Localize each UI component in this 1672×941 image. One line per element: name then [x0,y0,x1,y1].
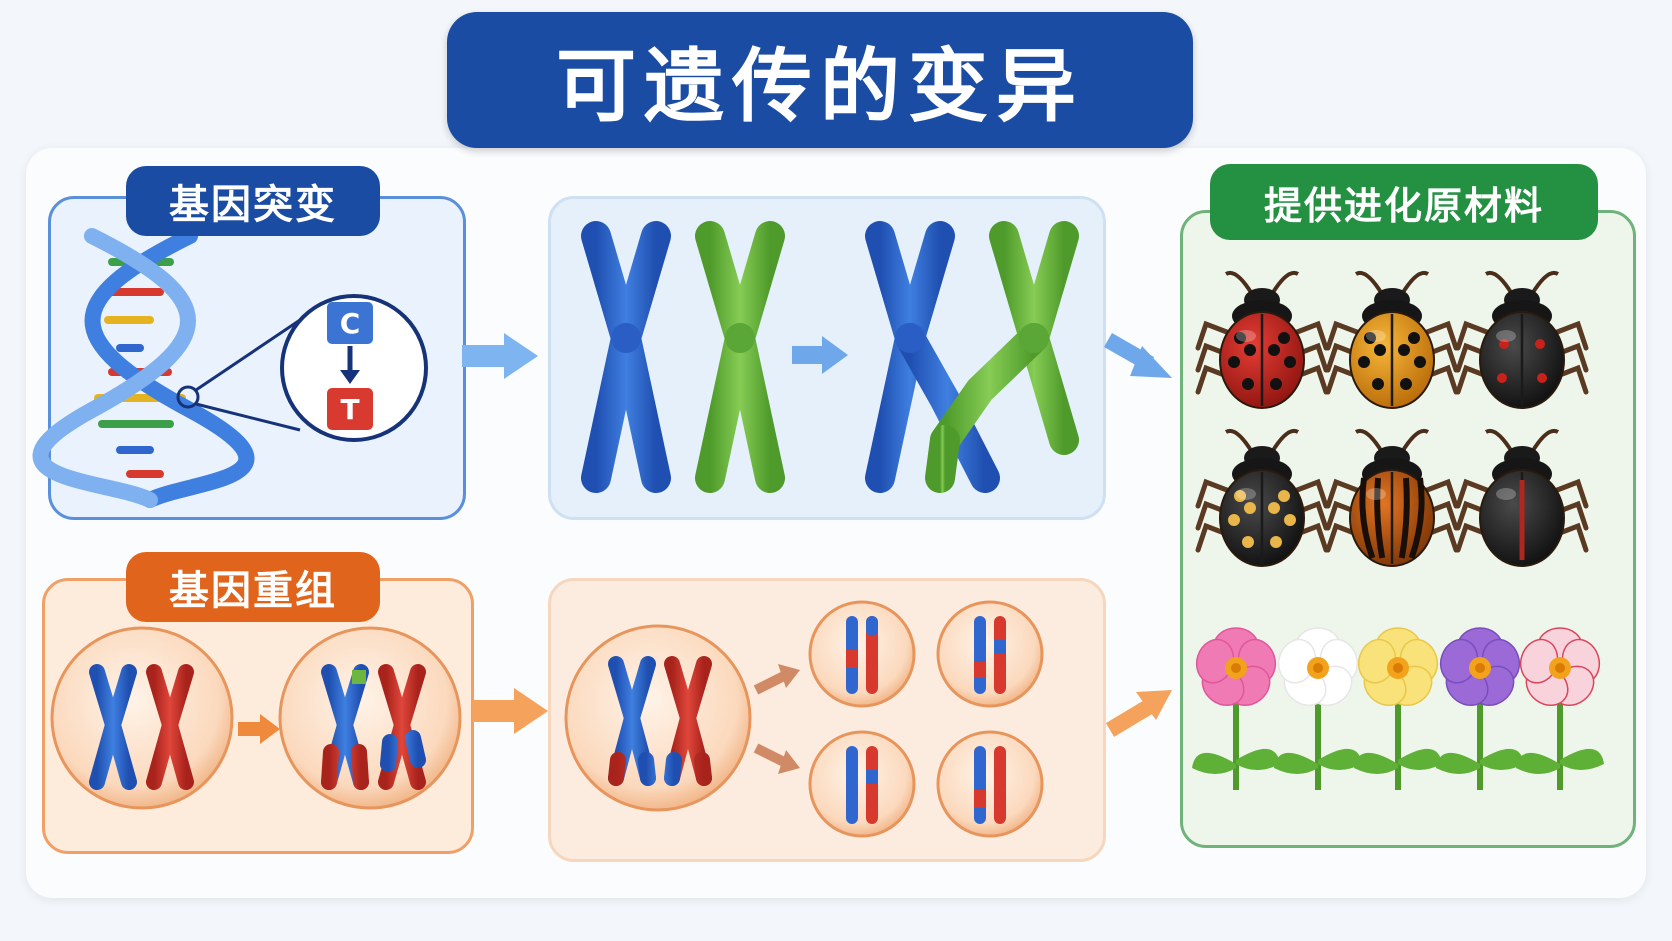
base-t-block [327,388,373,430]
flower-icon [1354,627,1442,790]
mutation-arrow-icon [340,370,360,384]
gamete-cell-1 [808,600,916,708]
gamete-cell-3 [808,730,916,838]
chromosome-pair-before [581,221,785,493]
base-c-block [327,302,373,344]
gamete-cell-4 [936,730,1044,838]
beetle-icon [1325,271,1459,409]
gamete-cell-2 [936,600,1044,708]
beetle-icon [1325,429,1459,567]
arrow-to-gametes-upper [753,664,800,695]
flower-icon [1436,627,1524,790]
page-title: 可遗传的变异 [447,12,1193,148]
zoom-circle [280,294,428,442]
base-before-text: C [339,306,361,340]
recombination-label: 基因重组 [126,552,380,622]
parent-cell [564,624,752,812]
beetle-icon [1195,271,1329,409]
arrow-to-gametes-lower [753,743,800,774]
cell-after-recombination [278,626,462,810]
chromosome-pair-after-crossover [865,221,1079,493]
beetle-variety-grid [1195,271,1589,567]
arrow-crossover-to-outcome [1104,333,1172,378]
dna-helix-icon [32,228,255,508]
flower-icon [1274,627,1362,790]
arrow-recombination-to-meiosis [472,688,548,734]
flower-icon [1192,627,1280,790]
outcome-label: 提供进化原材料 [1210,164,1598,240]
arrow-recombination-step [238,714,280,744]
cell-before-recombination [50,626,234,810]
beetle-icon [1455,429,1589,567]
mutation-label: 基因突变 [126,166,380,236]
base-after-text: T [340,392,360,426]
flower-variety-row [1192,627,1604,790]
arrow-meiosis-to-outcome [1105,690,1172,737]
beetle-icon [1195,429,1329,567]
beetle-icon [1455,271,1589,409]
arrow-crossover-step [792,336,848,374]
arrow-mutation-to-crossover [462,333,538,379]
flower-icon [1516,627,1604,790]
